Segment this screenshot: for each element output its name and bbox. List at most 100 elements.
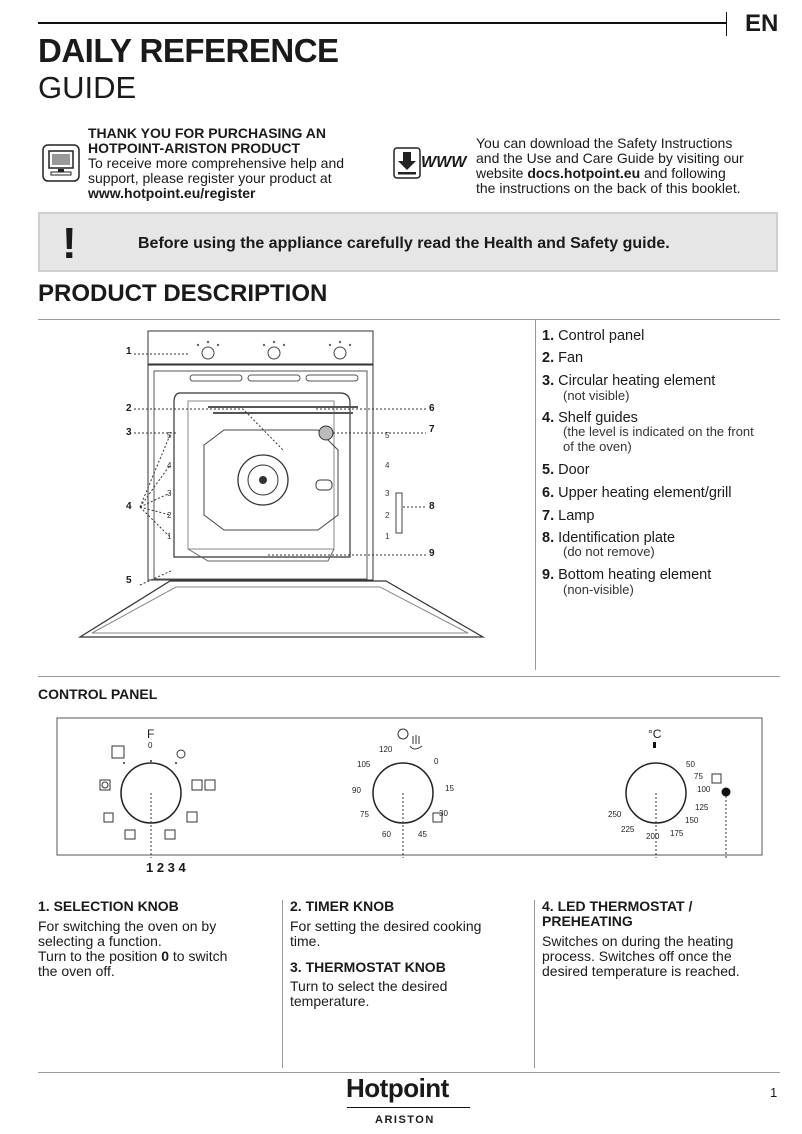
register-heading-1: THANK YOU FOR PURCHASING AN	[88, 125, 327, 141]
thermo-225: 225	[621, 825, 635, 834]
callout-7: 7	[429, 424, 435, 435]
thermo-125: 125	[695, 803, 709, 812]
thermo-200: 200	[646, 832, 660, 841]
off-symbol: 0	[161, 948, 170, 964]
shelf-level-right-1: 1	[385, 532, 390, 541]
sub-brand-logo: ARISTON	[375, 1114, 435, 1126]
part-3: 3. Circular heating element	[542, 373, 716, 389]
page-title: DAILY REFERENCE	[38, 32, 339, 69]
timer-15: 15	[445, 784, 454, 793]
product-description-heading: PRODUCT DESCRIPTION	[38, 280, 328, 307]
thermostat-knob-title: 3. THERMOSTAT KNOB	[290, 959, 446, 975]
selection-knob-title: 1. SELECTION KNOB	[38, 898, 179, 914]
header-tick	[726, 12, 727, 36]
selection-zero-label: 0	[148, 741, 153, 750]
download-line-2: and the Use and Care Guide by visiting o…	[476, 150, 744, 166]
oven-illustration: 5 4 3 2 1 5 4 3 2 1	[78, 330, 486, 638]
callout-4: 4	[126, 501, 132, 512]
control-panel-heading: CONTROL PANEL	[38, 686, 158, 702]
callout-6: 6	[429, 403, 435, 414]
page-subtitle: GUIDE	[38, 70, 137, 105]
section-timer-knob: 2. TIMER KNOB For setting the desired co…	[290, 899, 530, 1009]
led-line-2: process. Switches off once the	[542, 948, 732, 964]
sections-rule	[38, 890, 780, 891]
part-5: 5. Door	[542, 462, 590, 478]
timer-30: 30	[439, 809, 448, 818]
selection-line-3-pre: Turn to the position	[38, 948, 162, 964]
part-9: 9. Bottom heating element	[542, 567, 712, 583]
page-number: 1	[770, 1085, 778, 1100]
timer-90: 90	[352, 786, 361, 795]
register-icon	[42, 144, 80, 187]
callout-8: 8	[429, 501, 435, 512]
timer-120: 120	[379, 745, 393, 754]
shelf-level-right-4: 4	[385, 461, 390, 470]
download-line-3-pre: website	[476, 165, 528, 181]
shelf-level-left-4: 4	[167, 461, 172, 470]
part-9-note: (non-visible)	[563, 582, 634, 597]
section-divider-2	[534, 900, 535, 1068]
timer-105: 105	[357, 760, 371, 769]
callout-1: 1	[126, 346, 132, 357]
download-icon	[393, 147, 421, 184]
timer-knob-title: 2. TIMER KNOB	[290, 898, 395, 914]
part-1: 1. Control panel	[542, 328, 645, 344]
selection-line-3-post: to switch	[169, 948, 228, 964]
callout-3: 3	[126, 427, 132, 438]
thermostat-line-1: Turn to select the desired	[290, 978, 448, 994]
timer-45: 45	[418, 830, 427, 839]
timer-0: 0	[434, 757, 439, 766]
callout-2: 2	[126, 403, 132, 414]
shelf-level-right-3: 3	[385, 489, 390, 498]
part-4-note-2: of the oven)	[563, 439, 632, 454]
part-7: 7. Lamp	[542, 508, 595, 524]
thermostat-line-2: temperature.	[290, 993, 370, 1009]
download-text: You can download the Safety Instructions…	[476, 136, 786, 196]
timer-line-2: time.	[290, 933, 321, 949]
timer-75: 75	[360, 810, 369, 819]
register-url[interactable]: www.hotpoint.eu/register	[88, 185, 256, 201]
led-line-3: desired temperature is reached.	[542, 963, 740, 979]
warning-text: Before using the appliance carefully rea…	[138, 235, 670, 252]
thermo-75: 75	[694, 772, 703, 781]
product-rule	[38, 319, 780, 320]
shelf-level-right-2: 2	[385, 511, 390, 520]
thermo-unit: °C	[648, 727, 662, 741]
register-line-3: To receive more comprehensive help and	[88, 155, 345, 171]
callout-9: 9	[429, 548, 435, 559]
control-panel-rule	[38, 676, 780, 677]
register-heading-2: HOTPOINT-ARISTON PRODUCT	[88, 140, 301, 156]
download-line-4: the instructions on the back of this boo…	[476, 180, 741, 196]
warning-box: ! Before using the appliance carefully r…	[38, 212, 778, 272]
callout-5: 5	[126, 575, 132, 586]
selection-line-1: For switching the oven on by	[38, 918, 217, 934]
part-8: 8. Identification plate	[542, 530, 676, 546]
part-4: 4. Shelf guides	[542, 410, 638, 426]
brand-underline	[347, 1107, 470, 1108]
register-text: THANK YOU FOR PURCHASING AN HOTPOINT-ARI…	[88, 126, 388, 201]
section-led-thermostat: 4. LED THERMOSTAT / PREHEATING Switches …	[542, 899, 782, 979]
timer-60: 60	[382, 830, 391, 839]
shelf-level-right-5: 5	[385, 431, 390, 440]
thermo-150: 150	[685, 816, 699, 825]
selection-f-label: F	[147, 727, 154, 741]
timer-line-1: For setting the desired cooking	[290, 918, 482, 934]
section-selection-knob: 1. SELECTION KNOB For switching the oven…	[38, 899, 278, 979]
download-url[interactable]: docs.hotpoint.eu	[527, 165, 641, 181]
product-divider	[535, 320, 536, 670]
part-4-note: (the level is indicated on the front	[563, 424, 754, 439]
thermo-100: 100	[697, 785, 711, 794]
download-line-3-post: and following	[640, 165, 726, 181]
thermo-175: 175	[670, 829, 684, 838]
language-code: EN	[745, 10, 779, 37]
selection-line-2: selecting a function.	[38, 933, 162, 949]
shelf-level-left-2: 2	[167, 511, 172, 520]
thermo-50: 50	[686, 760, 695, 769]
led-line-1: Switches on during the heating	[542, 933, 734, 949]
brand-logo: Hotpoint	[346, 1073, 449, 1103]
footer-rule	[38, 1072, 780, 1073]
control-panel-diagram: F 0 0 15 30 45 60 75 90 105 120 °C 50 75…	[56, 717, 763, 858]
knob-numbers: 1 2 3 4	[146, 860, 186, 875]
part-2: 2. Fan	[542, 350, 584, 366]
led-title-2: PREHEATING	[542, 913, 633, 929]
